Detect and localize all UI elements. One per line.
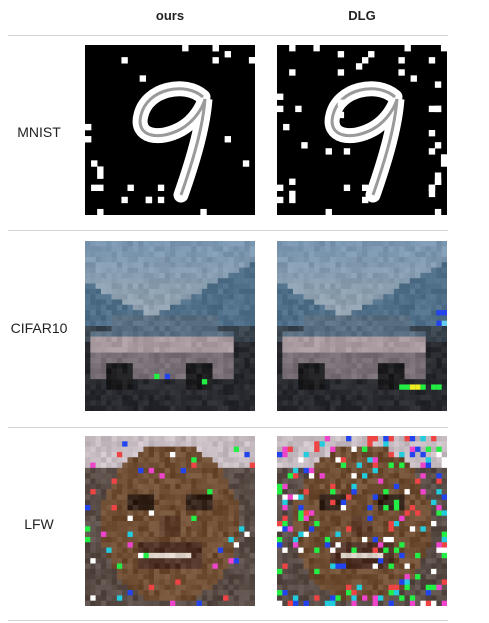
mnist-ours-image <box>85 45 255 215</box>
row-label-mnist: MNIST <box>17 124 61 140</box>
lfw-ours-image <box>85 436 255 606</box>
cifar10-dlg-image <box>277 241 447 411</box>
lfw-dlg-image <box>277 436 447 606</box>
divider-1 <box>8 230 448 231</box>
mnist-dlg-image <box>277 45 447 215</box>
row-label-cifar10: CIFAR10 <box>10 320 68 336</box>
column-header-dlg: DLG <box>348 8 376 23</box>
divider-bottom <box>8 620 448 621</box>
divider-top <box>8 35 448 36</box>
row-label-lfw: LFW <box>24 516 54 532</box>
cifar10-ours-image <box>85 241 255 411</box>
divider-2 <box>8 427 448 428</box>
column-header-ours: ours <box>155 8 185 23</box>
